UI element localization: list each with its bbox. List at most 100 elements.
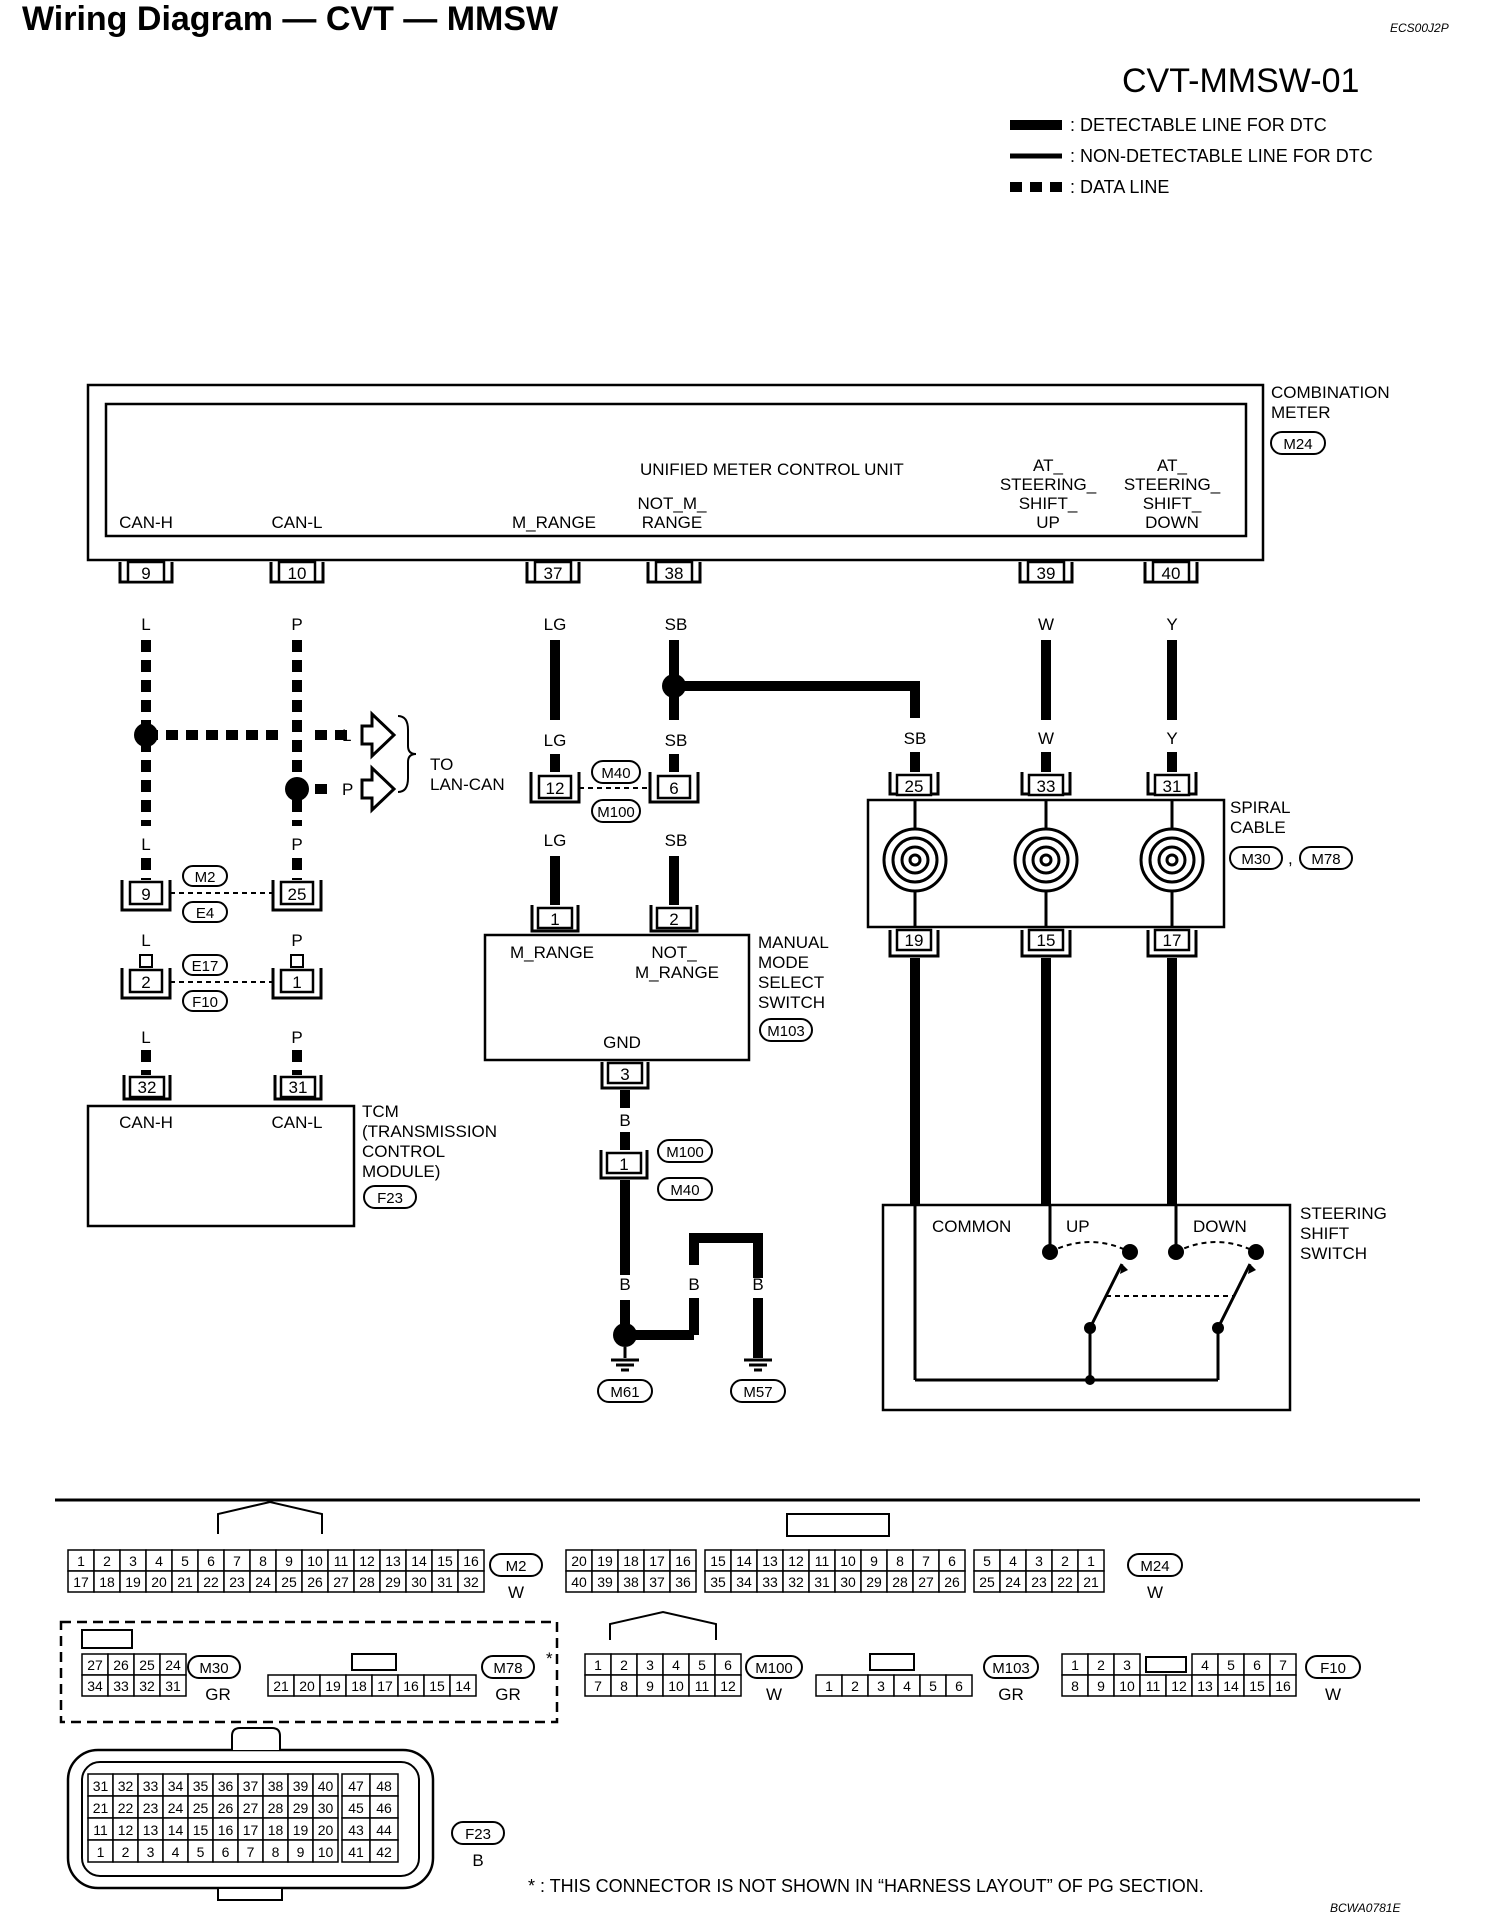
joint-terminal-6: 6 xyxy=(669,779,678,798)
m24-pin: 38 xyxy=(623,1574,639,1590)
m2-pin: 32 xyxy=(463,1574,479,1590)
joint-terminal-9: 9 xyxy=(141,885,150,904)
ground-symbol-icon xyxy=(611,1358,639,1372)
connector-face-m78-color: GR xyxy=(495,1685,521,1704)
f23-pin: 24 xyxy=(168,1800,184,1816)
m2-pin: 26 xyxy=(307,1574,323,1590)
wire-color-y-1: Y xyxy=(1166,615,1177,634)
f23-pin: 33 xyxy=(143,1778,159,1794)
m100-pin: 6 xyxy=(724,1657,732,1673)
joint-terminal-12: 12 xyxy=(546,779,565,798)
meter-terminal: 40 xyxy=(1143,560,1199,584)
f10-pin: 12 xyxy=(1171,1678,1187,1694)
connector-tag-m103: M103 xyxy=(767,1023,805,1040)
f10-pin: 9 xyxy=(1097,1678,1105,1694)
connector-face-m78-id: M78 xyxy=(493,1660,522,1677)
f23-pin: 11 xyxy=(93,1822,108,1838)
m24-pin: 12 xyxy=(788,1553,804,1569)
f23-pin: 44 xyxy=(376,1822,392,1838)
m78-pin: 21 xyxy=(273,1678,289,1694)
f23-pin: 12 xyxy=(118,1822,134,1838)
meter-terminal-39: 39 xyxy=(1037,564,1056,583)
m24-pin: 34 xyxy=(736,1574,752,1590)
m-range-wiring: LG SB LG SB 12 6 M40 M100 LG SB xyxy=(529,615,920,905)
f23-pin: 7 xyxy=(247,1844,255,1860)
connector-face-m78-star: * xyxy=(546,1649,553,1668)
m2-pin: 7 xyxy=(233,1553,241,1569)
spiral-cable-label-2: CABLE xyxy=(1230,818,1286,837)
mmss-label-4: SWITCH xyxy=(758,993,825,1012)
m2-pin: 8 xyxy=(259,1553,267,1569)
ground-circuit: B 1 M100 M40 B B B M61 M57 xyxy=(597,1090,786,1403)
spiral-cable-label-1: SPIRAL xyxy=(1230,798,1290,817)
connector-tag-m40-ground: M40 xyxy=(670,1182,699,1199)
m24-pin: 2 xyxy=(1061,1553,1069,1569)
f23-pin: 3 xyxy=(147,1844,155,1860)
m2-pin: 2 xyxy=(103,1553,111,1569)
wire-color-l-1: L xyxy=(141,615,150,634)
ground-joint-terminal-1: 1 xyxy=(619,1155,628,1174)
f23-pin: 26 xyxy=(218,1800,234,1816)
m78-pin: 18 xyxy=(351,1678,367,1694)
manual-mode-select-switch: 1 2 M_RANGE NOT_ M_RANGE GND MANUAL MODE… xyxy=(483,905,829,1090)
spiral-terminal-15: 15 xyxy=(1037,931,1056,950)
pin-label-can-h: CAN-H xyxy=(119,513,173,532)
tcm-box xyxy=(86,1104,356,1228)
m24-pin: 30 xyxy=(840,1574,856,1590)
m78-pin: 14 xyxy=(455,1678,471,1694)
m2-pin: 22 xyxy=(203,1574,219,1590)
m24-pin: 40 xyxy=(571,1574,587,1590)
sb-branch-to-spiral xyxy=(674,681,920,718)
f23-pin: 10 xyxy=(318,1844,334,1860)
wire-color-b-1: B xyxy=(619,1111,630,1130)
ground-splice-node xyxy=(613,1323,637,1347)
connector-tag-e4: E4 xyxy=(196,905,214,922)
pin-label-shift-down-1: AT_ xyxy=(1157,456,1187,475)
steering-shift-switch-label-1: STEERING xyxy=(1300,1204,1387,1223)
m100-pin: 11 xyxy=(695,1678,710,1694)
m24-pin: 21 xyxy=(1083,1574,1099,1590)
m2-pin: 17 xyxy=(73,1574,89,1590)
steering-shift-switch-box xyxy=(881,1203,1292,1412)
pin-label-m-range: M_RANGE xyxy=(512,513,596,532)
f23-pin: 30 xyxy=(318,1800,334,1816)
f23-pin: 22 xyxy=(118,1800,134,1816)
meter-terminal: 9 xyxy=(118,560,174,584)
meter-terminal: 39 xyxy=(1018,560,1074,584)
m2-pin: 4 xyxy=(155,1553,163,1569)
m78-pin: 19 xyxy=(325,1678,341,1694)
connector-tag-m24-label: M24 xyxy=(1283,436,1312,453)
meter-terminal-37: 37 xyxy=(544,564,563,583)
f23-pin: 4 xyxy=(172,1844,180,1860)
connector-face-m24-id: M24 xyxy=(1140,1558,1169,1575)
connector-face-m103-color: GR xyxy=(998,1685,1024,1704)
m24-pin: 26 xyxy=(944,1574,960,1590)
connector-tag-m100: M100 xyxy=(597,804,635,821)
mmss-terminal-3: 3 xyxy=(620,1065,629,1084)
connector-face-labels: M2 W M24 W M30 GR M78 * GR M100 W M103 G… xyxy=(59,1553,1361,1870)
connector-tag-m30: M30 xyxy=(1241,851,1270,868)
m24-pin: 17 xyxy=(649,1553,665,1569)
f23-pin: 46 xyxy=(376,1800,392,1816)
m30-pin: 26 xyxy=(113,1657,129,1673)
spiral-terminal-17: 17 xyxy=(1163,931,1182,950)
wire-color-p-1: P xyxy=(291,615,302,634)
f23-pin: 36 xyxy=(218,1778,234,1794)
f23-pin: 40 xyxy=(318,1778,334,1794)
tcm-label-1: TCM xyxy=(362,1102,399,1121)
spiral-terminal-19: 19 xyxy=(905,931,924,950)
joint-terminal-2: 2 xyxy=(141,973,150,992)
wire-color-lg-3: LG xyxy=(544,831,567,850)
m2-pin: 10 xyxy=(307,1553,323,1569)
m2-pin: 29 xyxy=(385,1574,401,1590)
m30-pin: 34 xyxy=(87,1678,103,1694)
document-code: ECS00J2P xyxy=(1390,21,1449,35)
connector-face-m100-id: M100 xyxy=(755,1660,793,1677)
f10-pin: 14 xyxy=(1223,1678,1239,1694)
m24-pin: 8 xyxy=(896,1553,904,1569)
mmss-pin-gnd: GND xyxy=(603,1033,641,1052)
f10-pin: 3 xyxy=(1123,1657,1131,1673)
m2-pin: 3 xyxy=(129,1553,137,1569)
m24-pin: 27 xyxy=(918,1574,934,1590)
